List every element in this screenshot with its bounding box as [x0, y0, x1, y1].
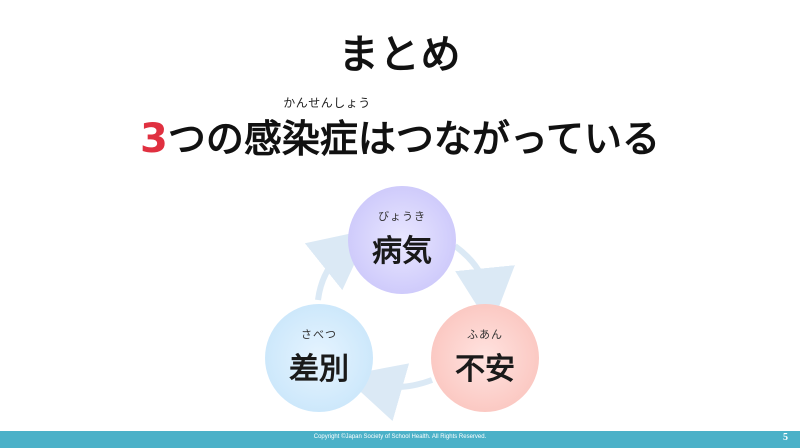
node-ruby: さべつ	[301, 328, 337, 341]
subtitle-number: 3	[140, 116, 168, 162]
cycle-node-discrimination: さべつ 差別	[265, 304, 373, 412]
cycle-node-anxiety: ふあん 不安	[431, 304, 539, 412]
cycle-node-illness: びょうき 病気	[348, 186, 456, 294]
slide-title: まとめ	[338, 32, 462, 78]
footer-bar: Copyright ©Japan Society of School Healt…	[0, 431, 800, 448]
node-ruby: びょうき	[378, 210, 426, 223]
arrow-left-to-top	[304, 229, 371, 301]
arrow-top-to-right	[453, 243, 515, 328]
node-label: 差別	[289, 352, 349, 387]
node-ruby: ふあん	[467, 328, 503, 341]
node-label: 不安	[455, 352, 515, 387]
node-label: 病気	[372, 234, 432, 269]
copyright-text: Copyright ©Japan Society of School Healt…	[313, 434, 487, 440]
arrow-right-to-left	[343, 363, 434, 422]
slide-subtitle: 3つの感染症はつながっている	[0, 108, 800, 163]
subtitle-text: つの感染症はつながっている	[167, 117, 660, 161]
page-number: 5	[783, 432, 788, 443]
subtitle-ruby: かんせんしょう	[283, 96, 371, 110]
